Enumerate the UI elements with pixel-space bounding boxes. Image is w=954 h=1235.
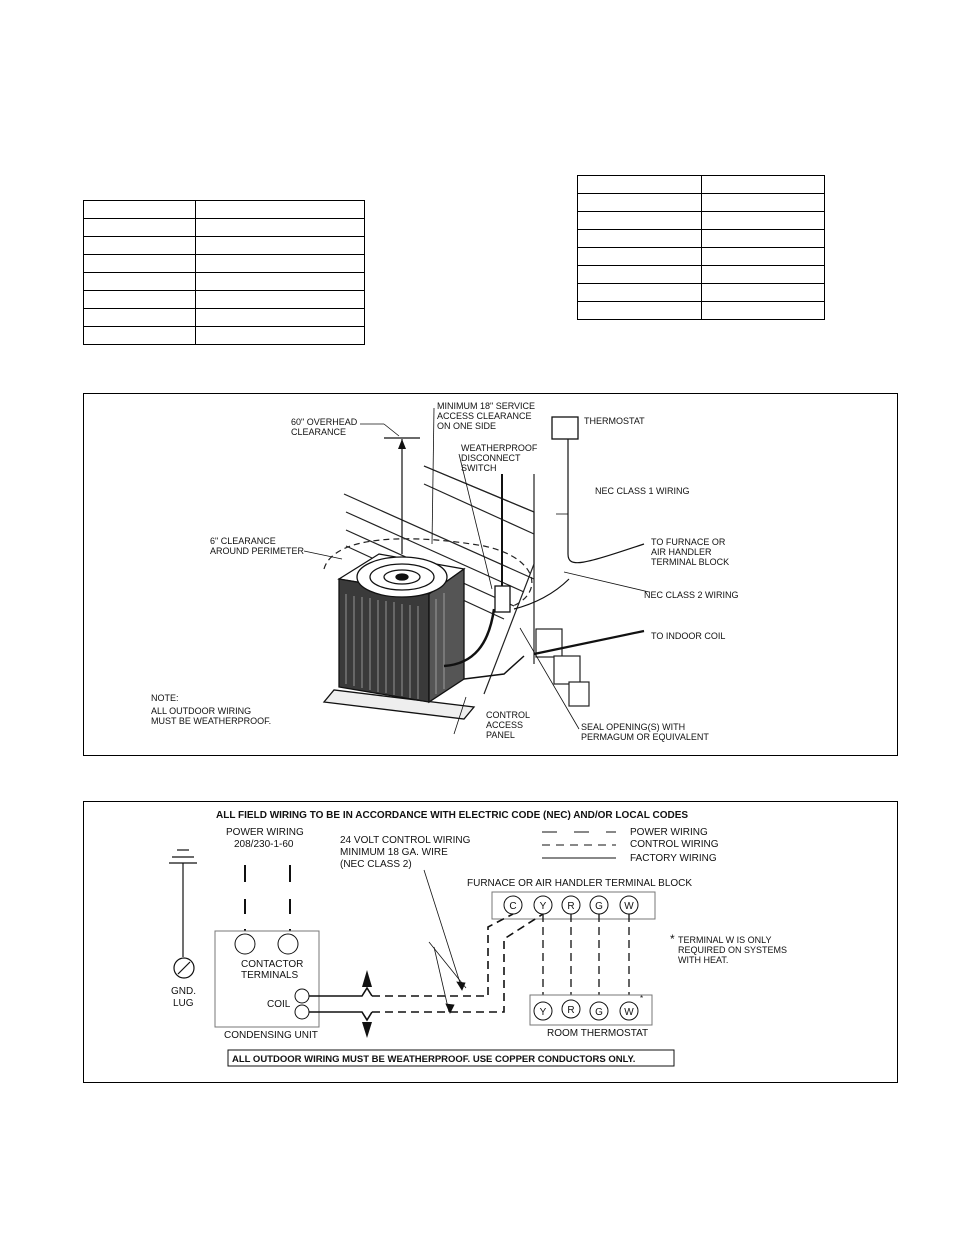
footer-box [227,1049,675,1067]
note-label-2: ALL OUTDOOR WIRING [151,706,251,716]
legend-factory: FACTORY WIRING [630,853,717,864]
legend-power: POWER WIRING [630,827,708,838]
installation-drawing: 60" OVERHEAD CLEARANCE MINIMUM 18" SERVI… [151,401,739,742]
spec-table-right [577,175,825,320]
legend-control: CONTROL WIRING [630,839,719,850]
wiring-legend [542,831,616,859]
spec-table-left [83,200,365,345]
room-thermostat-label: ROOM THERMOSTAT [547,1028,648,1039]
thermostat-terminal-g: G [595,1007,603,1018]
note-label-1: NOTE: [151,693,179,703]
wiring-drawing: ALL FIELD WIRING TO BE IN ACCORDANCE WIT… [169,810,787,1067]
furnace-label-2: AIR HANDLER [651,547,712,557]
footer-note: ALL OUTDOOR WIRING MUST BE WEATHERPROOF.… [232,1054,635,1065]
thermostat-terminal-y: Y [540,1007,547,1018]
control-wiring-label-3: (NEC CLASS 2) [340,859,412,870]
contactor-label-1: CONTACTOR [241,959,303,970]
disconnect-label-2: DISCONNECT [461,453,521,463]
condensing-unit-label: CONDENSING UNIT [224,1030,318,1041]
thermostat-label: THERMOSTAT [584,416,645,426]
seal-label-1: SEAL OPENING(S) WITH [581,722,685,732]
perimeter-label-1: 6" CLEARANCE [210,536,276,546]
thermostat-terminal-r: R [567,1005,574,1016]
note-label-3: MUST BE WEATHERPROOF. [151,716,271,726]
terminal-g: G [595,901,603,912]
overhead-label-1: 60" OVERHEAD [291,417,358,427]
thermostat-terminal-w: W [624,1007,634,1018]
power-spec-label: 208/230-1-60 [234,839,294,850]
coil-label: COIL [267,999,291,1010]
power-wiring-label: POWER WIRING [226,827,304,838]
control-panel-label-1: CONTROL [486,710,530,720]
control-wiring-label-2: MINIMUM 18 GA. WIRE [340,847,448,858]
terminal-r: R [567,901,574,912]
contactor-label-2: TERMINALS [241,970,299,981]
service-label-1: MINIMUM 18" SERVICE [437,401,535,411]
wire-break-bottom [362,1022,372,1038]
thermostat-w-asterisk: * [640,994,643,1003]
service-label-2: ACCESS CLEARANCE [437,411,532,421]
perimeter-label-2: AROUND PERIMETER [210,546,305,556]
wiring-header: ALL FIELD WIRING TO BE IN ACCORDANCE WIT… [216,810,688,821]
overhead-label-2: CLEARANCE [291,427,346,437]
control-panel-label-2: ACCESS [486,720,523,730]
terminal-y: Y [540,901,547,912]
disconnect-switch-box [494,585,511,613]
foundation-blocks [535,628,590,707]
terminal-note-1: TERMINAL W IS ONLY [678,935,772,945]
wiring-diagram: ALL FIELD WIRING TO BE IN ACCORDANCE WIT… [83,801,898,1083]
gnd-label: GND. [171,986,196,997]
furnace-label-1: TO FURNACE OR [651,537,726,547]
wire-break-top [362,970,372,987]
control-wiring-label-1: 24 VOLT CONTROL WIRING [340,835,471,846]
control-panel-label-3: PANEL [486,730,515,740]
furnace-label-3: TERMINAL BLOCK [651,557,729,567]
installation-figure: 60" OVERHEAD CLEARANCE MINIMUM 18" SERVI… [83,393,898,756]
seal-label-2: PERMAGUM OR EQUIVALENT [581,732,709,742]
nec-class2-label: NEC CLASS 2 WIRING [644,590,739,600]
lug-label: LUG [173,998,194,1009]
indoor-coil-label: TO INDOOR COIL [651,631,725,641]
service-label-3: ON ONE SIDE [437,421,496,431]
nec-class1-label: NEC CLASS 1 WIRING [595,486,690,496]
terminal-c: C [509,901,516,912]
condensing-unit [322,553,476,720]
terminal-note-3: WITH HEAT. [678,955,728,965]
terminal-note-2: REQUIRED ON SYSTEMS [678,945,787,955]
disconnect-label-3: SWITCH [461,463,497,473]
terminal-w: W [624,901,634,912]
disconnect-label-1: WEATHERPROOF [461,443,538,453]
terminal-block-title: FURNACE OR AIR HANDLER TERMINAL BLOCK [467,878,692,889]
asterisk-note-marker: * [670,932,675,946]
ground-symbol [169,849,197,979]
thermostat-device [551,416,579,440]
